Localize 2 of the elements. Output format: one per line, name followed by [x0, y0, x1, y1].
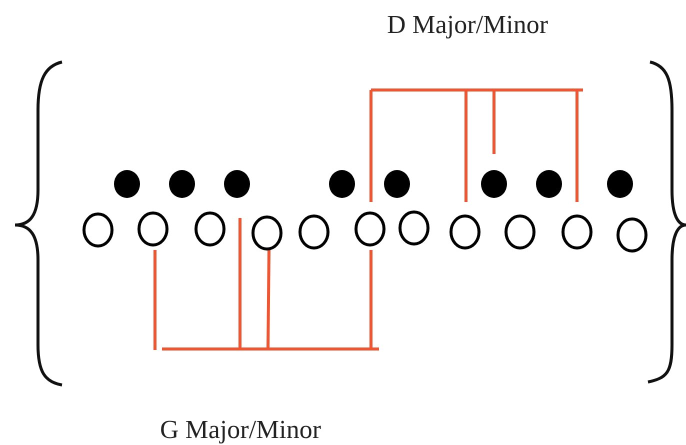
scale-label: G Major/Minor [160, 415, 322, 445]
scale-label: D Major/Minor [387, 10, 548, 40]
